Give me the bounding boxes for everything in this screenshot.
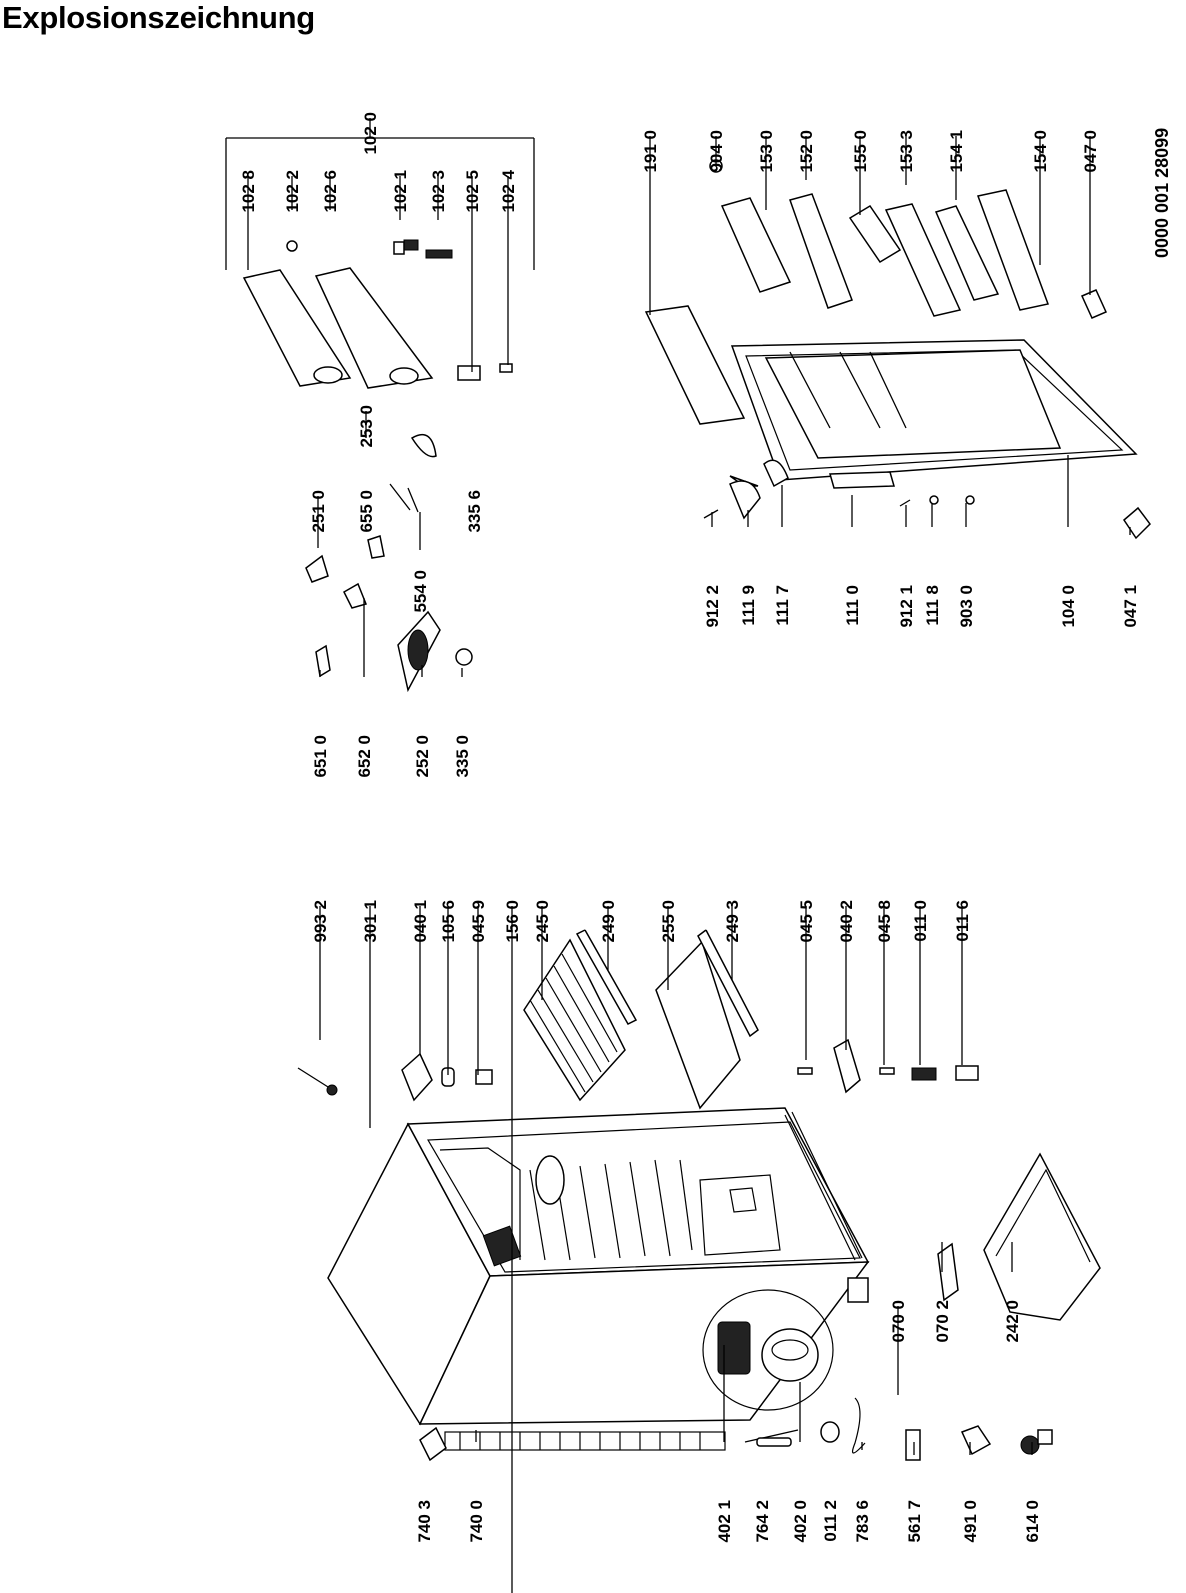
part-label-p102-6: 102 6: [321, 170, 340, 213]
leader-lines: [247, 118, 1131, 1593]
part-label-p245-0: 245 0: [533, 900, 552, 943]
part-label-p045-5: 045 5: [797, 900, 816, 943]
part-label-p912-1: 912 1: [897, 585, 916, 628]
part-label-p070-2: 070 2: [933, 1300, 952, 1343]
part-label-p045-8: 045 8: [875, 900, 894, 943]
part-label-p740-3: 740 3: [415, 1500, 434, 1543]
part-label-p155-0: 155 0: [851, 130, 870, 173]
part-label-p652-0: 652 0: [355, 735, 374, 778]
part-number-labels: 993 2 301 1 040 1 105 6 045 9 156 0 245 0 249 0…: [239, 112, 1140, 1543]
part-label-p102-5: 102 5: [463, 170, 482, 213]
small-part-drawings: [297, 1038, 1101, 1461]
part-label-p011-2: 011 2: [821, 1500, 840, 1542]
flap-drawings: [242, 239, 513, 389]
part-label-p335-0: 335 0: [453, 735, 472, 778]
part-label-p047-1: 047 1: [1121, 585, 1140, 628]
part-label-p249-0: 249 0: [599, 900, 618, 943]
part-label-p045-9: 045 9: [469, 900, 488, 943]
part-label-p301-1: 301 1: [361, 900, 380, 943]
part-label-p912-2: 912 2: [703, 585, 722, 628]
group-bracket-102: [225, 137, 535, 270]
part-label-p104-0: 104 0: [1059, 585, 1078, 628]
part-label-p614-0: 614 0: [1023, 1500, 1042, 1543]
part-label-p904-0: 904 0: [707, 130, 726, 173]
part-label-p102-2: 102 2: [283, 170, 302, 213]
part-label-p561-7: 561 7: [905, 1500, 924, 1543]
part-label-p251-0: 251 0: [309, 490, 328, 533]
part-label-p111-8: 111 8: [923, 585, 942, 626]
part-label-p655-0: 655 0: [357, 490, 376, 533]
shelf-drawings: [523, 929, 759, 1110]
page-title: Explosionszeichnung: [2, 0, 315, 35]
part-label-p740-0: 740 0: [467, 1500, 486, 1543]
part-label-p102-0: 102 0: [361, 112, 380, 155]
part-label-p011-0: 011 0: [911, 900, 930, 942]
part-label-p993-2: 993 2: [311, 900, 330, 943]
part-label-p249-3: 249 3: [723, 900, 742, 943]
part-label-p102-3: 102 3: [429, 170, 448, 213]
part-label-p156-0: 156 0: [503, 900, 522, 943]
part-label-p105-6: 105 6: [439, 900, 458, 943]
part-label-p554-0: 554 0: [411, 570, 430, 613]
door-drawings: [644, 159, 1151, 540]
part-label-p253-0: 253 0: [357, 405, 376, 448]
part-label-p402-1: 402 1: [715, 1500, 734, 1543]
part-label-p764-2: 764 2: [753, 1500, 772, 1543]
part-label-p070-0: 070 0: [889, 1300, 908, 1343]
part-label-p242-0: 242 0: [1003, 1300, 1022, 1343]
part-label-p402-0: 402 0: [791, 1500, 810, 1543]
control-part-drawings: [305, 433, 473, 693]
cabinet-drawing: [327, 1107, 870, 1462]
part-label-p651-0: 651 0: [311, 735, 330, 778]
part-label-p335-6: 335 6: [465, 490, 484, 533]
part-label-p102-4: 102 4: [499, 169, 518, 212]
part-label-p111-7: 111 7: [773, 585, 792, 626]
document-number: 0000 001 28099: [1152, 128, 1172, 258]
part-label-p903-0: 903 0: [957, 585, 976, 628]
part-label-p153-3: 153 3: [897, 130, 916, 173]
part-label-p102-8: 102 8: [239, 170, 258, 213]
part-drawings: [242, 159, 1151, 1462]
part-label-p011-6: 011 6: [953, 900, 972, 942]
part-label-p111-0: 111 0: [843, 585, 862, 626]
part-label-p255-0: 255 0: [659, 900, 678, 943]
part-label-p491-0: 491 0: [961, 1500, 980, 1543]
part-label-p047-0: 047 0: [1081, 130, 1100, 173]
part-label-p153-0: 153 0: [757, 130, 776, 173]
part-label-p252-0: 252 0: [413, 735, 432, 778]
part-label-p102-1: 102 1: [391, 170, 410, 213]
part-label-p040-2: 040 2: [837, 900, 856, 943]
part-label-p154-0: 154 0: [1031, 130, 1050, 173]
part-label-p191-0: 191 0: [641, 130, 660, 173]
part-label-p783-6: 783 6: [853, 1500, 872, 1543]
part-label-p040-1: 040 1: [411, 900, 430, 943]
part-label-p111-9: 111 9: [739, 585, 758, 626]
part-label-p152-0: 152 0: [797, 130, 816, 173]
part-label-p154-1: 154 1: [947, 130, 966, 173]
